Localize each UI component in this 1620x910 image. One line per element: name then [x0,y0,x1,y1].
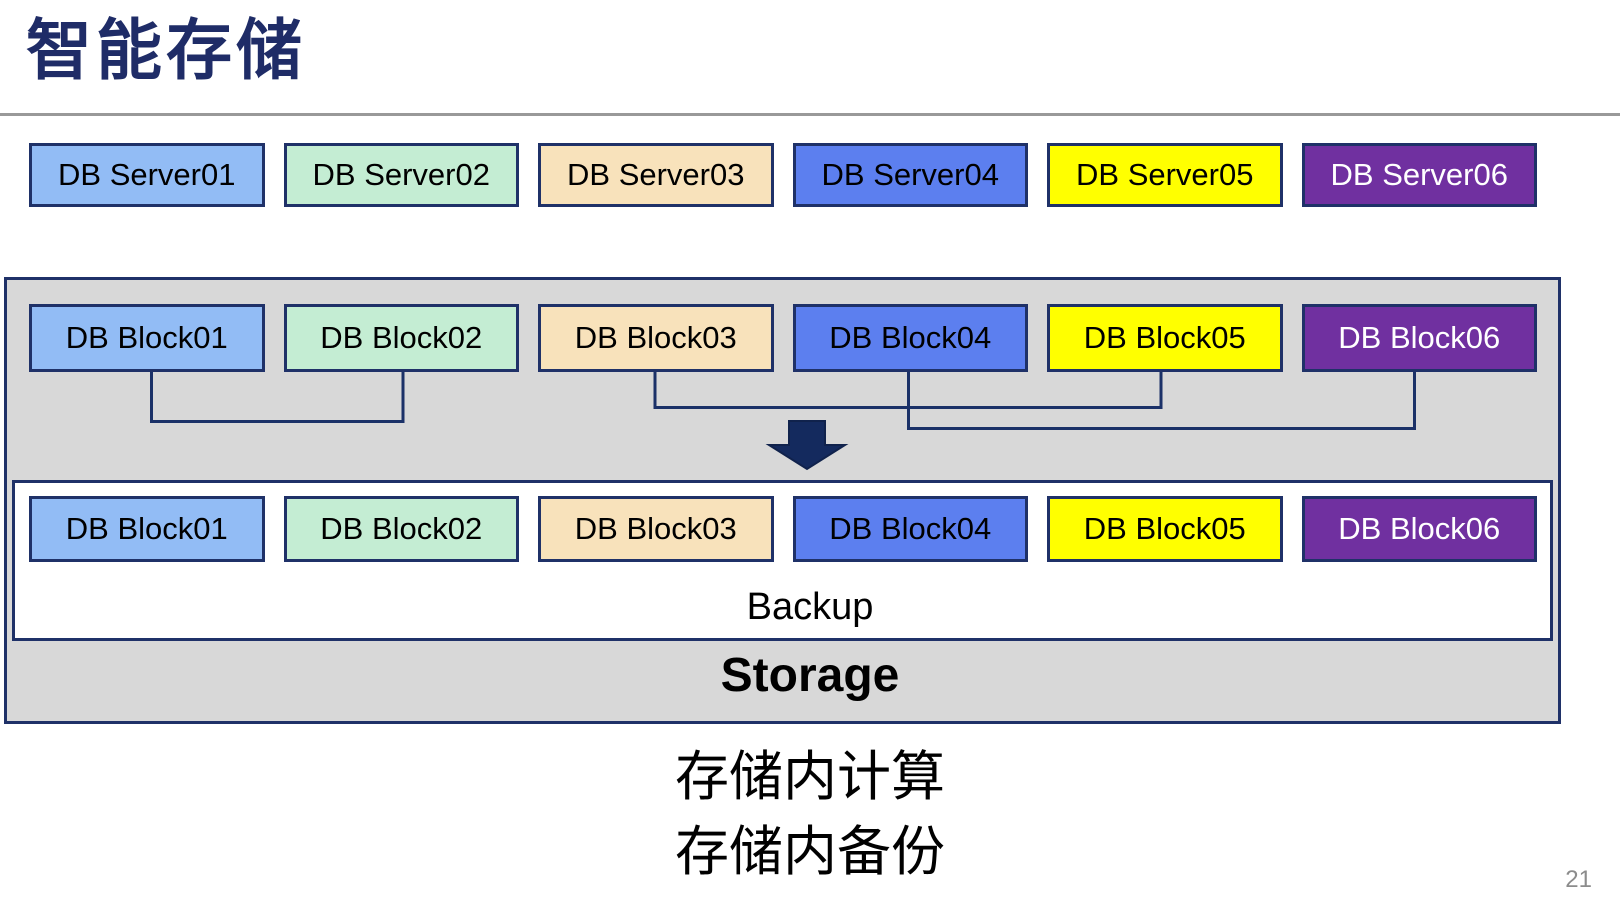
db-block-backup-06: DB Block06 [1301,496,1537,562]
db-server-box-01: DB Server01 [29,143,265,207]
title-divider [0,113,1620,116]
page-number: 21 [1565,866,1592,893]
db-block-backup-02: DB Block02 [283,496,519,562]
db-block-source-02: DB Block02 [283,304,519,372]
db-server-box-06: DB Server06 [1301,143,1537,207]
db-server-row: DB Server01 DB Server02 DB Server03 DB S… [29,143,1537,207]
db-server-box-02: DB Server02 [283,143,519,207]
db-block-source-03: DB Block03 [538,304,774,372]
db-block-source-01: DB Block01 [29,304,265,372]
slide-title: 智能存储 [26,13,306,87]
db-block-backup-03: DB Block03 [538,496,774,562]
caption: 存储内计算 存储内备份 [0,740,1620,890]
db-block-backup-01: DB Block01 [29,496,265,562]
db-block-source-06: DB Block06 [1301,304,1537,372]
db-block-source-row: DB Block01 DB Block02 DB Block03 DB Bloc… [29,304,1537,372]
db-block-backup-04: DB Block04 [792,496,1028,562]
db-block-source-04: DB Block04 [792,304,1028,372]
db-block-backup-row: DB Block01 DB Block02 DB Block03 DB Bloc… [29,496,1537,562]
db-server-box-05: DB Server05 [1047,143,1283,207]
caption-line-1: 存储内计算 [675,747,945,807]
caption-line-2: 存储内备份 [675,822,945,882]
backup-box [12,480,1553,641]
db-server-box-04: DB Server04 [792,143,1028,207]
backup-label: Backup [746,586,874,628]
db-block-source-05: DB Block05 [1047,304,1283,372]
storage-label: Storage [720,649,900,702]
db-server-box-03: DB Server03 [538,143,774,207]
db-block-backup-05: DB Block05 [1047,496,1283,562]
